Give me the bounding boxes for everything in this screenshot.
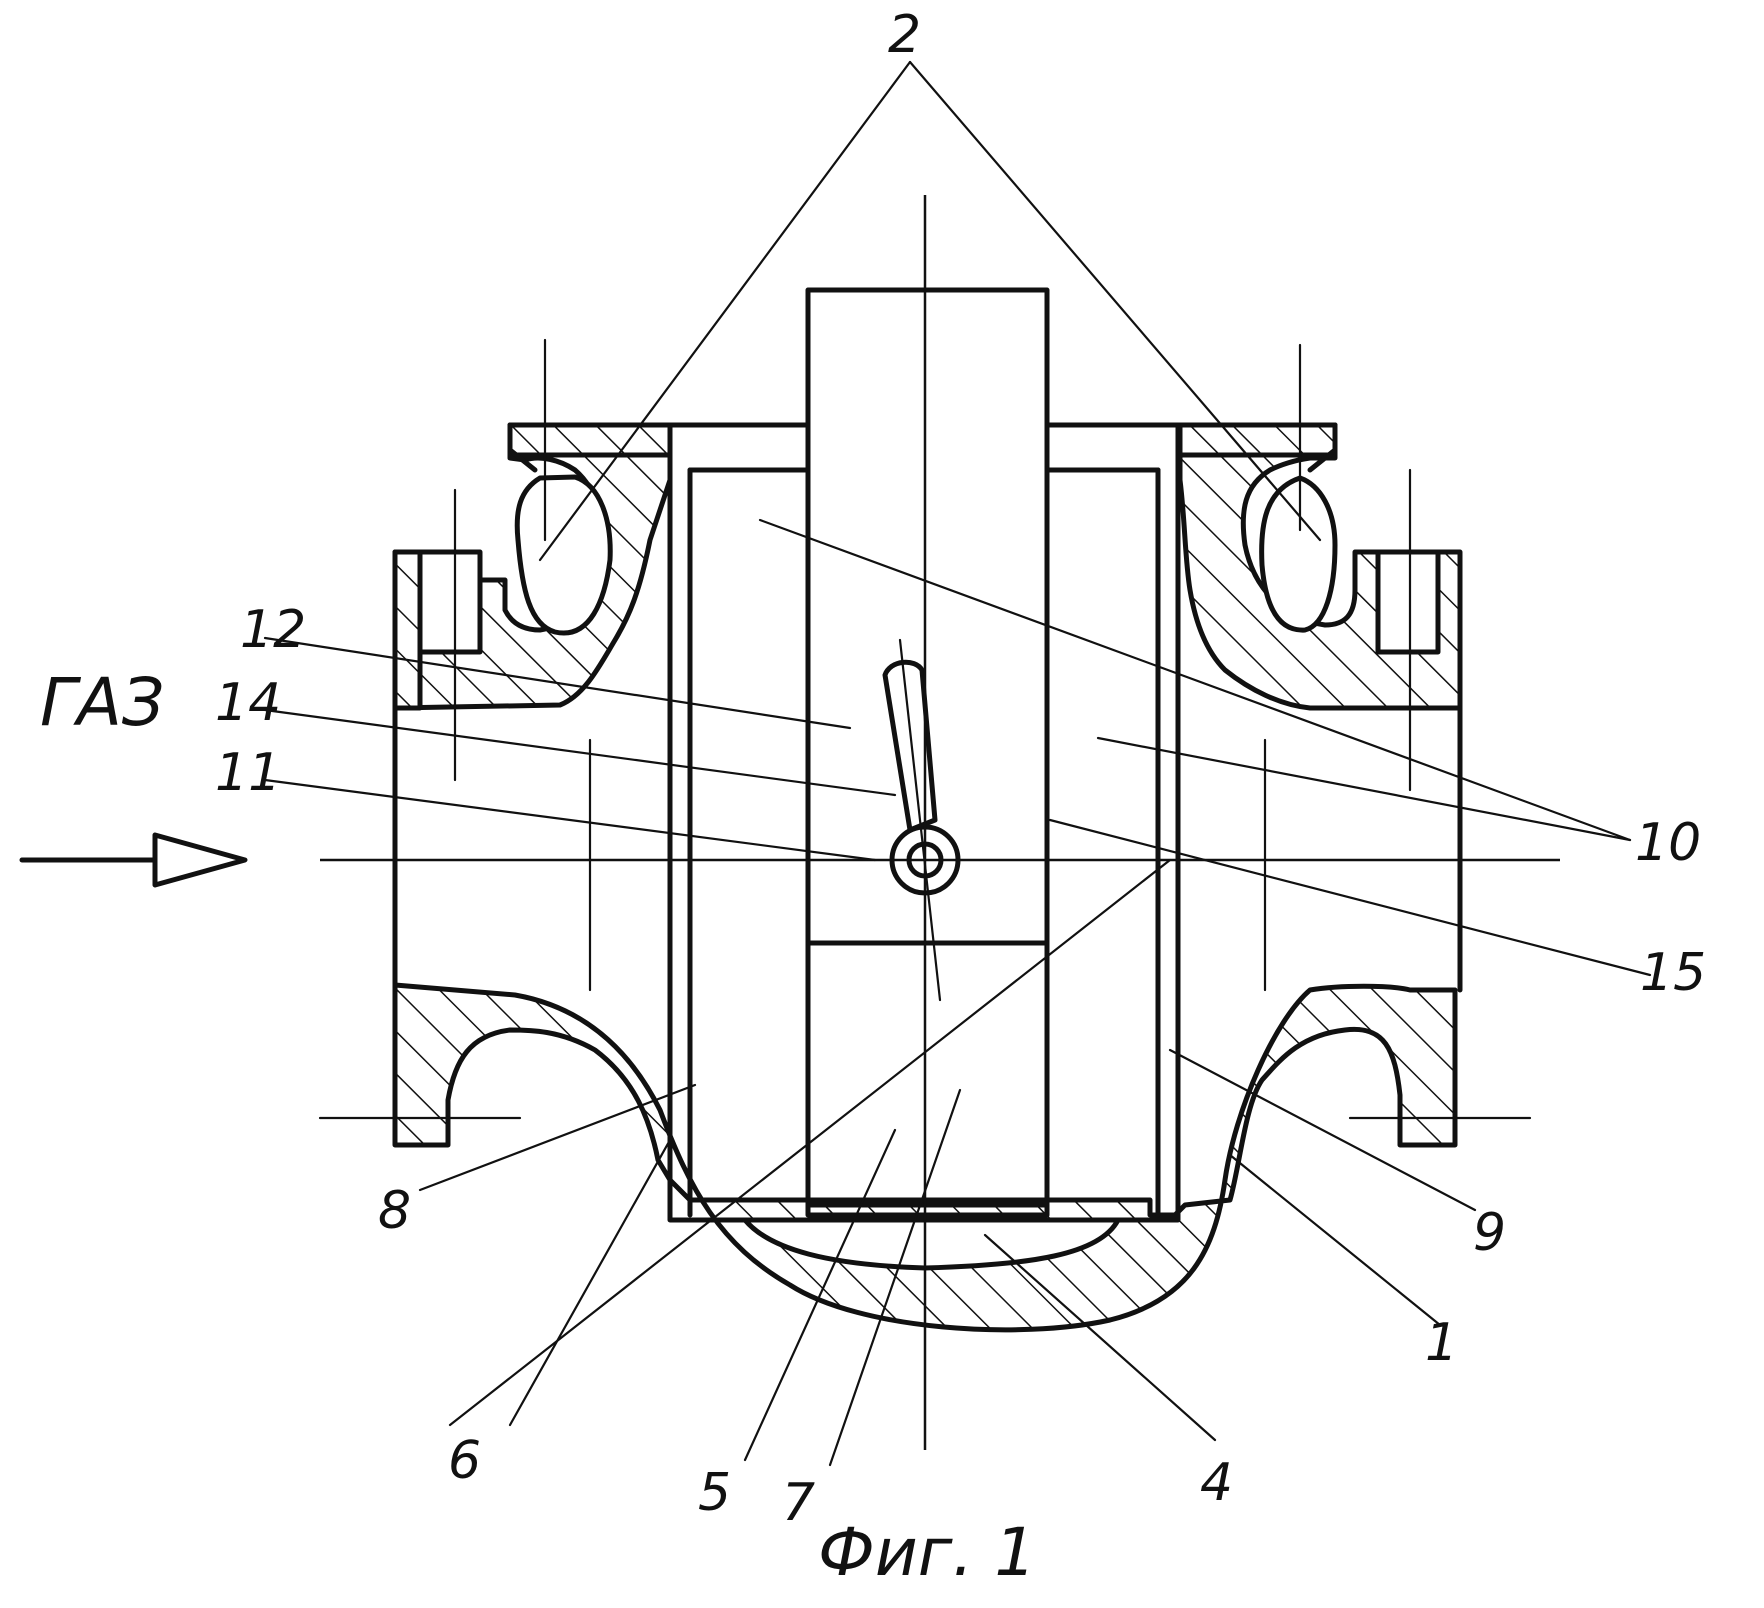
callout-8: 8 [378, 1181, 411, 1241]
callout-1: 1 [1425, 1313, 1458, 1373]
lever-arm [885, 662, 935, 830]
callout-10: 10 [1635, 813, 1701, 873]
callout-5: 5 [698, 1463, 731, 1523]
callout-11: 11 [215, 743, 281, 803]
flow-arrow-head [155, 835, 245, 885]
flow-label: ГАЗ [40, 664, 164, 741]
callout-14: 14 [215, 673, 281, 733]
callout-12: 12 [240, 600, 306, 660]
left-bolt-block [420, 552, 480, 652]
callout-9: 9 [1473, 1203, 1506, 1263]
housing-left-cavity [517, 477, 610, 633]
left-bolt-block-hatch [395, 552, 420, 708]
housing-left-cover-plate [510, 425, 670, 455]
callout-15: 15 [1640, 943, 1706, 1003]
housing-right-cavity [1262, 478, 1335, 630]
right-bolt-block [1378, 552, 1438, 652]
housing-right-cover-plate [1180, 425, 1335, 455]
callout-2: 2 [888, 5, 921, 65]
callout-7: 7 [782, 1473, 815, 1533]
callout-6: 6 [448, 1431, 481, 1491]
figure-caption: Фиг. 1 [818, 1514, 1036, 1591]
callout-4: 4 [1200, 1453, 1233, 1513]
